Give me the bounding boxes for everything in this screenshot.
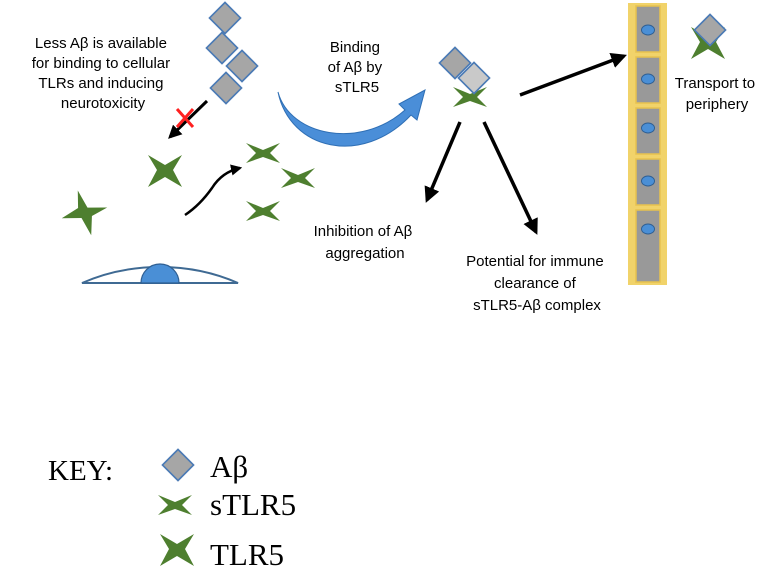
nucleus-icon xyxy=(641,175,655,187)
vessel-cell xyxy=(635,5,661,53)
ab-cluster xyxy=(205,1,259,105)
nucleus-icon xyxy=(641,122,655,134)
inhibit-cross-icon xyxy=(175,108,195,128)
vessel-cell xyxy=(635,107,661,155)
transport-label: Transport to periphery xyxy=(675,75,759,113)
tlr5-icon xyxy=(160,534,194,566)
ab-diamond-icon xyxy=(693,13,727,47)
vessel-cell xyxy=(635,209,661,283)
blocked-arrow xyxy=(168,99,209,139)
clearance-label: Potential for immune clearance of sTLR5-… xyxy=(466,253,608,314)
nucleus-icon xyxy=(140,263,180,284)
blood-vessel xyxy=(628,3,667,285)
tlr5-icon xyxy=(61,190,108,236)
vessel-cell xyxy=(635,158,661,206)
stlr5-icon xyxy=(281,168,315,188)
binding-label: Binding of Aβ by sTLR5 xyxy=(328,39,387,96)
inhibition-label: Inhibition of Aβ aggregation xyxy=(314,223,417,262)
stlr5-ab-complex xyxy=(438,46,491,107)
key-tlr5-label: TLR5 xyxy=(210,537,284,572)
transport-arrow xyxy=(519,53,627,97)
stlr5-icon xyxy=(246,143,280,163)
tlr5-icon xyxy=(148,155,182,187)
nucleus-icon xyxy=(641,73,655,85)
ab-diamond-icon xyxy=(208,1,242,35)
key-ab-label: Aβ xyxy=(210,449,248,484)
vessel-cell xyxy=(635,56,661,104)
nucleus-icon xyxy=(641,223,655,235)
stlr5-icon xyxy=(246,201,280,221)
periphery-complex xyxy=(691,13,727,59)
binding-curved-arrow xyxy=(277,89,426,147)
ab-diamond-icon xyxy=(161,448,195,482)
key-stlr5-label: sTLR5 xyxy=(210,487,296,522)
ab-diamond-icon xyxy=(457,61,491,95)
key-legend: KEY: Aβ sTLR5 TLR5 xyxy=(48,448,296,572)
nucleus-icon xyxy=(641,24,655,36)
clearance-arrow xyxy=(482,121,538,235)
less-ab-label: Less Aβ is available for binding to cell… xyxy=(32,35,175,112)
key-title: KEY: xyxy=(48,455,113,487)
inhibition-arrow xyxy=(424,121,462,203)
stlr5-icon xyxy=(158,495,192,515)
secretion-arrow xyxy=(184,164,243,217)
